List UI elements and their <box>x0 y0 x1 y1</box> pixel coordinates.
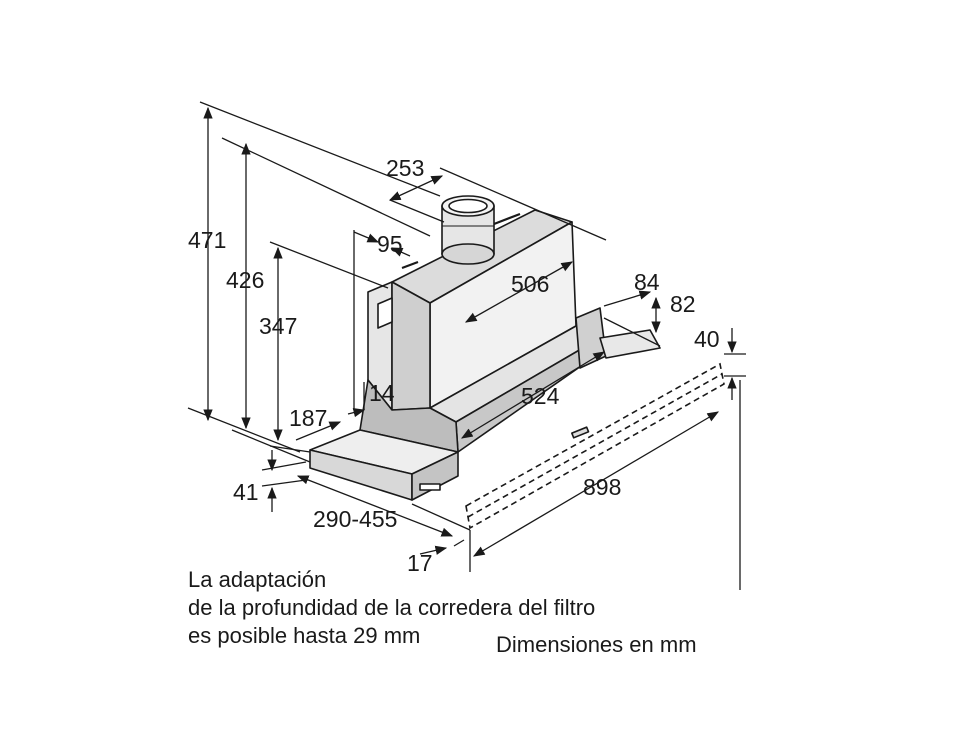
exhaust-collar <box>441 195 495 265</box>
dimension-347: 347 <box>259 313 297 339</box>
dimension-lines <box>187 101 746 590</box>
dimension-95: 95 <box>377 231 403 257</box>
dimension-471: 471 <box>188 227 226 253</box>
hood-body <box>309 195 661 501</box>
rear-rail <box>599 329 661 359</box>
units-caption: Dimensiones en mm <box>496 632 697 657</box>
note-line-3: es posible hasta 29 mm <box>188 623 421 648</box>
dimension-506: 506 <box>511 271 549 297</box>
dimension-14: 14 <box>369 380 395 406</box>
dimension-898: 898 <box>583 474 621 500</box>
dimension-426: 426 <box>226 267 264 293</box>
dimension-40: 40 <box>694 326 720 352</box>
housing-side <box>391 281 431 411</box>
dimension-41: 41 <box>233 479 259 505</box>
dimension-253: 253 <box>386 155 424 181</box>
dimension-524: 524 <box>521 383 560 409</box>
note-line-2: de la profundidad de la corredera del fi… <box>188 595 596 620</box>
drawer-handle <box>419 483 441 491</box>
control-slot <box>571 426 590 439</box>
fixing-tab <box>377 297 393 329</box>
dimension-17: 17 <box>407 550 433 576</box>
dimension-290-455: 290-455 <box>313 506 397 532</box>
dimension-84: 84 <box>634 269 660 295</box>
note-line-1: La adaptación <box>188 567 327 592</box>
dimension-82: 82 <box>670 291 696 317</box>
dimension-187: 187 <box>289 405 327 431</box>
